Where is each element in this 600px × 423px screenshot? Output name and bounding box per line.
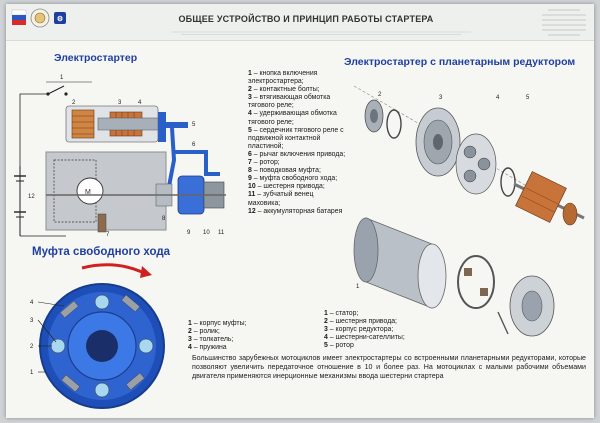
starter-legend-item: 7 – ротор; (248, 159, 280, 167)
rotation-arrow-head-icon (140, 266, 152, 278)
clutch-drawing: 4 3 2 1 (30, 263, 165, 409)
hold-in-winding (71, 109, 95, 139)
bottom-note: Большинство зарубежных мотоциклов имеет … (192, 354, 586, 380)
planetary-legend-item: 1 – статор; (324, 310, 359, 317)
section-title-planetary: Электростартер с планетарным редуктором (344, 56, 576, 68)
planet-gears (455, 133, 497, 195)
starter-legend-item: 5 – сердечник тягового реле с подвижной … (248, 126, 344, 150)
clutch-label-3: 3 (30, 318, 34, 324)
starter-legend-item: 9 – муфта свободного хода; (248, 175, 338, 183)
clutch-springs (59, 294, 145, 393)
flag-blue-stripe (12, 15, 26, 20)
gearbox-housing (415, 107, 461, 177)
clutch-rollers (50, 294, 154, 398)
starter-legend-item: 8 – поводковая муфта; (248, 167, 321, 175)
clutch-legend-item: 4 – пружина (188, 344, 227, 352)
starter-label-4: 4 (138, 100, 142, 106)
brand-logo-icon (54, 12, 66, 24)
section-title-starter: Электростартер (54, 52, 138, 64)
starter-label-8: 8 (162, 216, 166, 222)
rotation-arrow-line (81, 263, 143, 274)
starter-label-9: 9 (187, 230, 191, 236)
emblem-center (34, 12, 46, 24)
planetary-legend-item: 2 – шестерня привода; (324, 318, 397, 326)
starter-label-11: 11 (218, 230, 225, 236)
starter-label-5: 5 (192, 122, 196, 128)
planetary-label-3: 3 (439, 95, 443, 101)
planetary-label-1: 1 (356, 284, 360, 290)
solenoid-rod (166, 122, 188, 128)
solenoid-core (97, 117, 159, 131)
flag-icon (11, 9, 27, 16)
clutch-label-1: 1 (30, 370, 34, 376)
starter-legend-item: 6 – рычаг включения привода; (248, 150, 346, 158)
spacer-ring (500, 167, 516, 197)
poster-number-plate (540, 7, 588, 38)
section-title-clutch: Муфта свободного хода (32, 246, 171, 258)
brush (97, 213, 107, 233)
drive-housing-outline (174, 150, 220, 176)
plate-lines (542, 9, 586, 36)
clutch-label-2: 2 (30, 344, 34, 350)
clutch-leader-4 (37, 301, 65, 307)
pinion-gear (364, 99, 384, 133)
rotor-glyph: M (85, 189, 91, 196)
starter-legend-item: 2 – контактные болты; (248, 86, 320, 94)
clutch-legend-item: 2 – ролик; (188, 328, 220, 336)
starter-legend-item: 3 – втягивающая обмотка тягового реле; (248, 94, 331, 110)
starter-label-3: 3 (118, 100, 122, 106)
starter-legend-item: 11 – зубчатый венец маховика; (248, 191, 314, 207)
logos: ⚙ (11, 8, 66, 28)
wire-top (19, 93, 48, 166)
starter-label-12: 12 (28, 194, 35, 200)
planetary-legend-item: 3 – корпус редуктора; (324, 326, 394, 334)
clutch-bore (86, 330, 118, 362)
clutch-leader-3 (37, 319, 57, 343)
end-cap (509, 275, 555, 337)
start-button-symbol (46, 85, 68, 96)
clutch-legend-item: 3 – толкатель; (188, 336, 234, 344)
planetary-legend-item: 5 – ротор (324, 342, 354, 350)
brand-logo-glyph: ⚙ (57, 15, 63, 23)
starter-schematic: 12 1 M 7 (14, 75, 226, 238)
starter-label-6: 6 (192, 142, 196, 148)
starter-legend-item: 12 – аккумуляторная батарея (248, 207, 343, 215)
header-fine-print-line (171, 30, 471, 36)
starter-legend-item: 1 – кнопка включения электростартера; (248, 70, 318, 86)
battery-symbol: 12 (14, 166, 35, 236)
contact-plate (158, 112, 166, 142)
planetary-legend: 1 – статор; 2 – шестерня привода; 3 – ко… (324, 310, 436, 350)
through-bolt (497, 311, 509, 335)
starter-legend: 1 – кнопка включения электростартера; 2 … (248, 70, 346, 216)
clutch-legend-item: 1 – корпус муфты; (188, 320, 247, 327)
flag-red-stripe (12, 20, 26, 25)
stator-tube (353, 217, 447, 309)
planetary-label-5: 5 (526, 95, 530, 101)
rotor-armature (513, 171, 585, 226)
rotor-symbol (76, 177, 104, 205)
planetary-label-4: 4 (496, 95, 500, 101)
clutch-label-4: 4 (30, 300, 34, 306)
field-winding (53, 159, 97, 223)
starter-label-1: 1 (60, 75, 64, 81)
starter-legend-item: 4 – удерживающая обмотка тягового реле; (248, 110, 337, 126)
header: ⚙ ОБЩЕЕ УСТРОЙСТВО И ПРИНЦИП РАБОТЫ СТАР… (6, 4, 594, 41)
fine-print-decoration (171, 31, 471, 35)
clutch-legend: 1 – корпус муфты; 2 – ролик; 3 – толкате… (188, 320, 284, 352)
starter-label-10: 10 (203, 230, 210, 236)
brush-holder (457, 255, 495, 309)
poster: ⚙ ОБЩЕЕ УСТРОЙСТВО И ПРИНЦИП РАБОТЫ СТАР… (6, 4, 594, 418)
planetary-starter-drawing: 2 3 4 5 1 (353, 85, 585, 337)
retaining-ring (386, 109, 402, 139)
planetary-label-2: 2 (378, 92, 382, 98)
starter-legend-item: 10 – шестерня привода; (248, 183, 325, 191)
planetary-legend-item: 4 – шестерни-сателлиты; (324, 334, 405, 342)
poster-title: ОБЩЕЕ УСТРОЙСТВО И ПРИНЦИП РАБОТЫ СТАРТЕ… (178, 14, 434, 24)
starter-label-7: 7 (106, 232, 110, 238)
starter-label-2: 2 (72, 100, 76, 106)
